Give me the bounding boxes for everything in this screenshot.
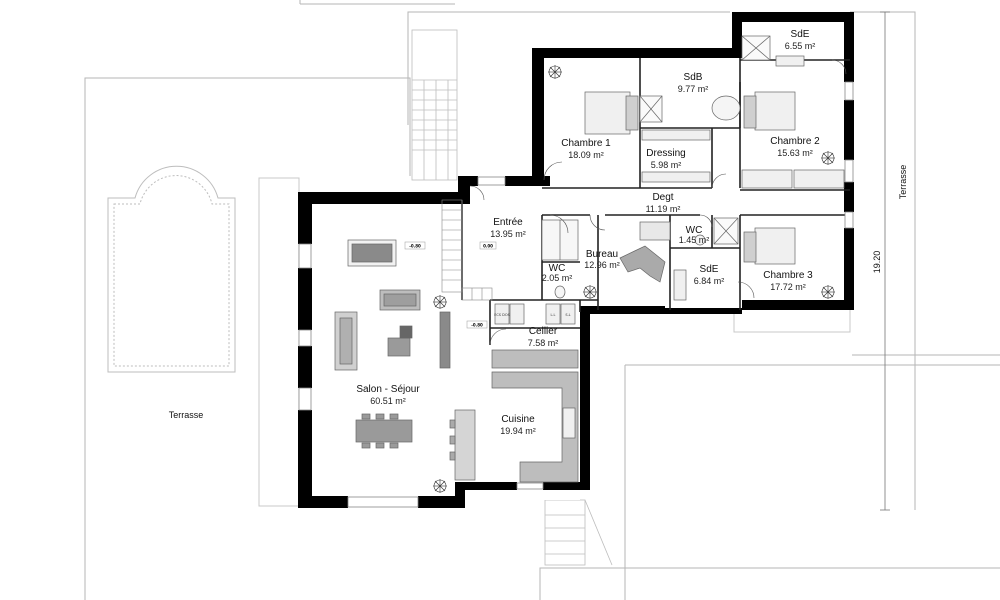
room-area-chambre1: 18.09 m²: [568, 150, 604, 160]
fixture-ecs: ECS DOS: [494, 313, 510, 317]
fixture-ll: L.L: [550, 313, 555, 317]
room-area-dressing: 5.98 m²: [651, 160, 682, 170]
room-name-cellier: Cellier: [529, 326, 558, 337]
plants: [433, 65, 835, 493]
pool: [107, 165, 236, 373]
room-area-sde2: 6.55 m²: [785, 41, 816, 51]
interior-stairs: [441, 199, 493, 301]
room-area-entree: 13.95 m²: [490, 229, 526, 239]
room-name-chambre1: Chambre 1: [561, 138, 611, 149]
room-name-chambre2: Chambre 2: [770, 136, 820, 147]
plant-icon: [548, 65, 562, 79]
level-entree: 0.00: [483, 244, 493, 249]
room-labels: Salon - Séjour 60.51 m² Cuisine 19.94 m²…: [356, 29, 820, 436]
plant-icon: [583, 285, 597, 299]
plant-icon: [433, 295, 447, 309]
dimension-line: [880, 11, 890, 511]
furniture: [334, 35, 845, 483]
outdoor-steps-top: [411, 29, 458, 181]
room-name-bureau: Bureau: [586, 249, 618, 260]
room-name-wc1: WC: [549, 263, 566, 274]
room-name-salon: Salon - Séjour: [356, 384, 420, 395]
exterior-walls: [298, 12, 854, 508]
terrasse-right-label: Terrasse: [898, 165, 908, 200]
room-area-cellier: 7.58 m²: [528, 338, 559, 348]
fixture-labels: ECS DOS L.L S.L: [494, 313, 571, 317]
room-name-sde2: SdE: [791, 29, 810, 40]
room-name-entree: Entrée: [493, 217, 523, 228]
windows: [298, 81, 854, 508]
room-name-sdb: SdB: [684, 72, 703, 83]
fixture-sl: S.L: [565, 313, 570, 317]
outdoor-steps-bottom: [544, 499, 613, 566]
plant-icon: [821, 151, 835, 165]
room-name-chambre3: Chambre 3: [763, 270, 813, 281]
terrasse-left-label: Terrasse: [169, 410, 204, 420]
room-area-chambre3: 17.72 m²: [770, 282, 806, 292]
level-salon: -0.80: [409, 244, 421, 249]
room-area-wc1: 2.05 m²: [542, 273, 573, 283]
room-area-chambre2: 15.63 m²: [777, 148, 813, 158]
interior-walls: [461, 58, 850, 345]
room-area-sde1: 6.84 m²: [694, 276, 725, 286]
room-area-bureau: 12.96 m²: [584, 260, 620, 270]
room-name-cuisine: Cuisine: [501, 414, 535, 425]
room-name-wc2: WC: [686, 225, 703, 236]
room-name-sde1: SdE: [700, 264, 719, 275]
room-name-dressing: Dressing: [646, 148, 685, 159]
level-markers: -0.80 0.00 -0.80: [404, 241, 497, 329]
doors: [469, 59, 847, 346]
room-area-wc2: 1.45 m²: [679, 235, 710, 245]
room-area-degt: 11.19 m²: [646, 204, 681, 214]
room-name-degt: Degt: [652, 192, 673, 203]
dimension-label: 19.20: [872, 251, 882, 274]
plant-icon: [433, 479, 447, 493]
plant-icon: [821, 285, 835, 299]
level-step: -0.80: [471, 323, 483, 328]
room-area-salon: 60.51 m²: [370, 396, 406, 406]
room-area-cuisine: 19.94 m²: [500, 426, 536, 436]
room-area-sdb: 9.77 m²: [678, 84, 709, 94]
